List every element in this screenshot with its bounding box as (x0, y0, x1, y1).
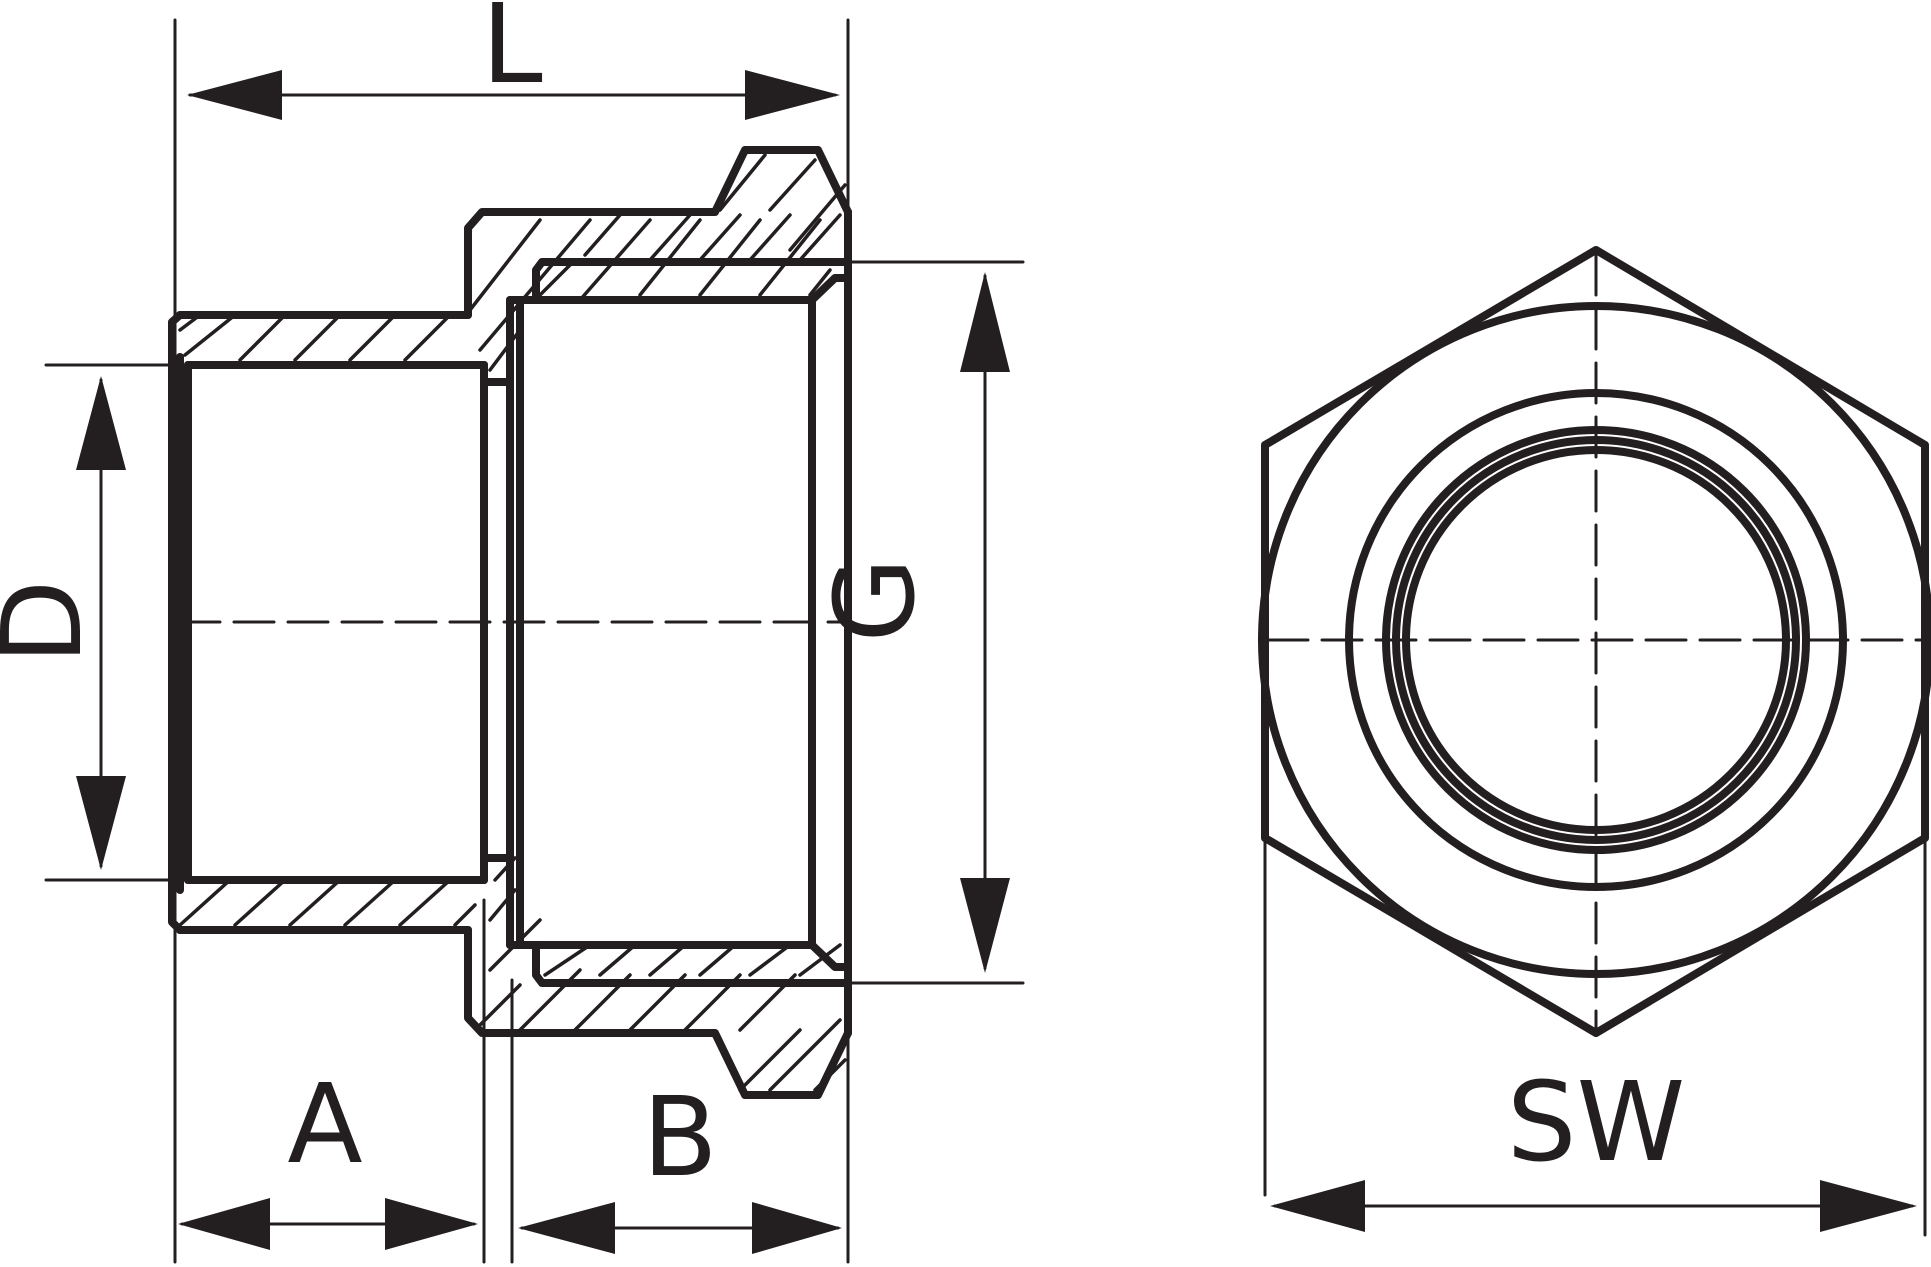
dimension-L: L (187, 0, 840, 120)
label-L: L (481, 0, 542, 108)
extension-lines (44, 18, 1025, 1264)
dimension-G: G (811, 272, 1010, 973)
label-D: D (0, 580, 106, 665)
dimension-A: A (178, 1060, 478, 1250)
label-SW: SW (1507, 1058, 1686, 1186)
section-view: L D G A B (0, 0, 1025, 1264)
dimension-SW: SW (1270, 1058, 1917, 1232)
label-A: A (287, 1060, 362, 1188)
label-G: G (811, 557, 939, 642)
dimension-B: B (518, 1073, 842, 1254)
hex-outline (1261, 246, 1929, 1037)
dimension-D: D (0, 376, 126, 870)
sw-extension-lines (1263, 836, 1927, 1237)
end-view: SW (1258, 246, 1931, 1237)
label-B: B (642, 1073, 717, 1201)
